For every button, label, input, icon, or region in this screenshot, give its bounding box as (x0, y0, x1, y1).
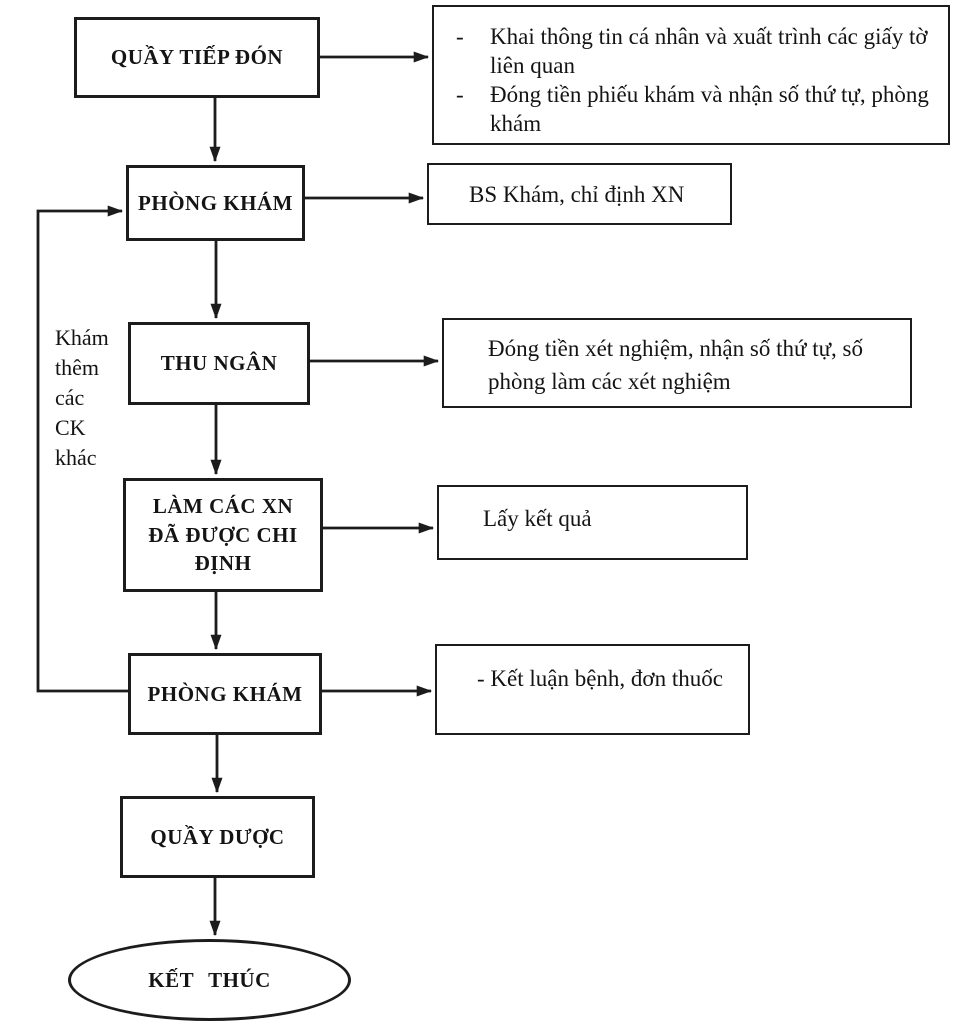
node-pharmacy: QUẦY DƯỢC (120, 796, 315, 878)
bullet-dash: - (456, 82, 464, 107)
loop-label-line-1: Khám (55, 325, 109, 350)
node-reception: QUẦY TIẾP ĐÓN (74, 17, 320, 98)
node-lab-tests-label: LÀM CÁC XN ĐÃ ĐƯỢC CHI ĐỊNH (148, 494, 298, 576)
loop-label-line-4: CK (55, 415, 86, 440)
note-lab-tests: Lấy kết quả (437, 485, 748, 560)
node-end: KẾT THÚC (68, 939, 351, 1021)
loop-label-line-2: thêm (55, 355, 99, 380)
note-reception-item-2: - Đóng tiền phiếu khám và nhận số thứ tự… (456, 80, 930, 138)
node-lab-tests: LÀM CÁC XN ĐÃ ĐƯỢC CHI ĐỊNH (123, 478, 323, 592)
note-reception: - Khai thông tin cá nhân và xuất trình c… (432, 5, 950, 145)
note-reception-item-2-text: Đóng tiền phiếu khám và nhận số thứ tự, … (490, 82, 929, 136)
note-exam-2: - Kết luận bệnh, đơn thuốc (435, 644, 750, 735)
node-exam-room-1: PHÒNG KHÁM (126, 165, 305, 241)
node-reception-label: QUẦY TIẾP ĐÓN (110, 45, 284, 70)
loop-label-line-5: khác (55, 445, 97, 470)
note-lab-tests-text: Lấy kết quả (483, 506, 592, 531)
bullet-dash: - (456, 24, 464, 49)
note-reception-item-1-text: Khai thông tin cá nhân và xuất trình các… (490, 24, 928, 78)
note-cashier: Đóng tiền xét nghiệm, nhận số thứ tự, số… (442, 318, 912, 408)
loop-label: Khám thêm các CK khác (55, 323, 109, 473)
node-exam-room-2-label: PHÒNG KHÁM (147, 681, 303, 706)
node-cashier-label: THU NGÂN (160, 351, 278, 376)
node-cashier: THU NGÂN (128, 322, 310, 405)
note-exam-2-text: - Kết luận bệnh, đơn thuốc (477, 666, 723, 691)
note-cashier-text: Đóng tiền xét nghiệm, nhận số thứ tự, số… (488, 336, 864, 394)
note-exam-1: BS Khám, chỉ định XN (427, 163, 732, 225)
node-exam-room-1-label: PHÒNG KHÁM (138, 190, 293, 215)
loop-label-line-3: các (55, 385, 85, 410)
node-exam-room-2: PHÒNG KHÁM (128, 653, 322, 735)
note-exam-1-text: BS Khám, chỉ định XN (469, 181, 685, 207)
node-pharmacy-label: QUẦY DƯỢC (150, 824, 285, 849)
node-end-label: KẾT THÚC (148, 967, 271, 992)
note-reception-item-1: - Khai thông tin cá nhân và xuất trình c… (456, 22, 930, 80)
